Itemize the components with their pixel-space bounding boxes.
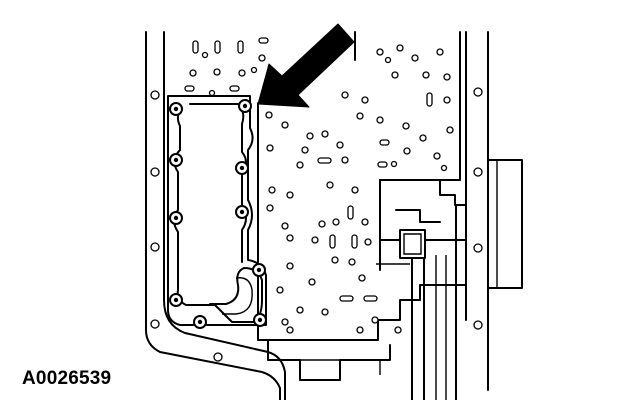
bolt <box>169 293 183 307</box>
filter-cover <box>167 95 267 326</box>
bolt <box>253 313 267 327</box>
case-holes <box>150 87 483 362</box>
arrow-callout-icon <box>257 23 355 108</box>
bolt <box>169 153 183 167</box>
bolt <box>235 205 249 219</box>
solenoid-connector <box>376 179 467 400</box>
passages-top <box>184 37 269 97</box>
bolt <box>169 102 183 116</box>
bolt <box>169 211 183 225</box>
passages-right <box>265 44 454 199</box>
bolt-group <box>169 99 267 329</box>
bolt <box>252 263 266 277</box>
figure-id-label: A0026539 <box>22 368 112 389</box>
case-outline <box>145 31 523 400</box>
bolt <box>193 315 207 329</box>
passages-lower <box>266 204 402 334</box>
bolt <box>235 161 249 175</box>
bolt <box>238 99 252 113</box>
